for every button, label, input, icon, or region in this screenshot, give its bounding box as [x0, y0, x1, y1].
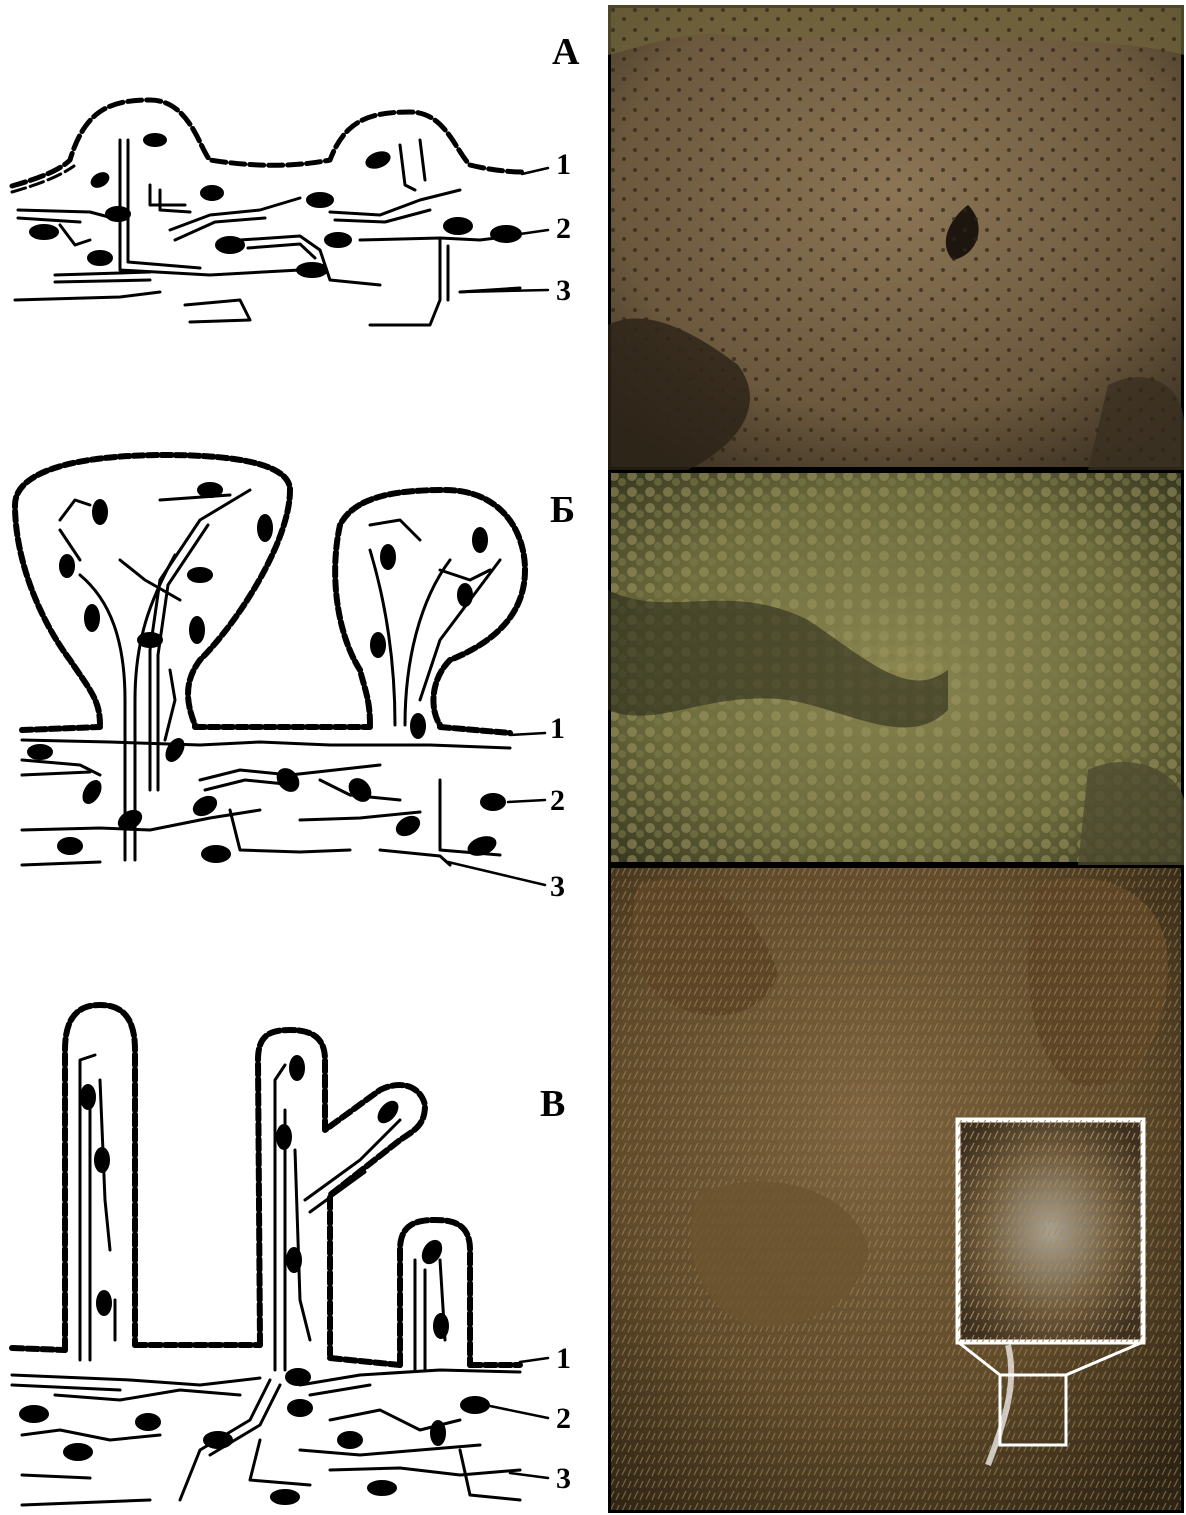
photo-c-texture	[608, 865, 1184, 1513]
photo-b-texture	[608, 470, 1184, 865]
photo-b	[608, 470, 1184, 865]
drawing-c	[12, 1005, 548, 1505]
photo-a	[608, 5, 1184, 470]
drawing-a	[12, 100, 548, 325]
cortex-b-left	[15, 455, 290, 725]
anatomy-drawings	[0, 0, 600, 1515]
photo-a-texture	[608, 5, 1184, 470]
cortex-a	[12, 100, 522, 186]
photo-c	[608, 865, 1184, 1513]
cortex-b-right	[335, 490, 525, 725]
drawing-b	[15, 455, 545, 885]
